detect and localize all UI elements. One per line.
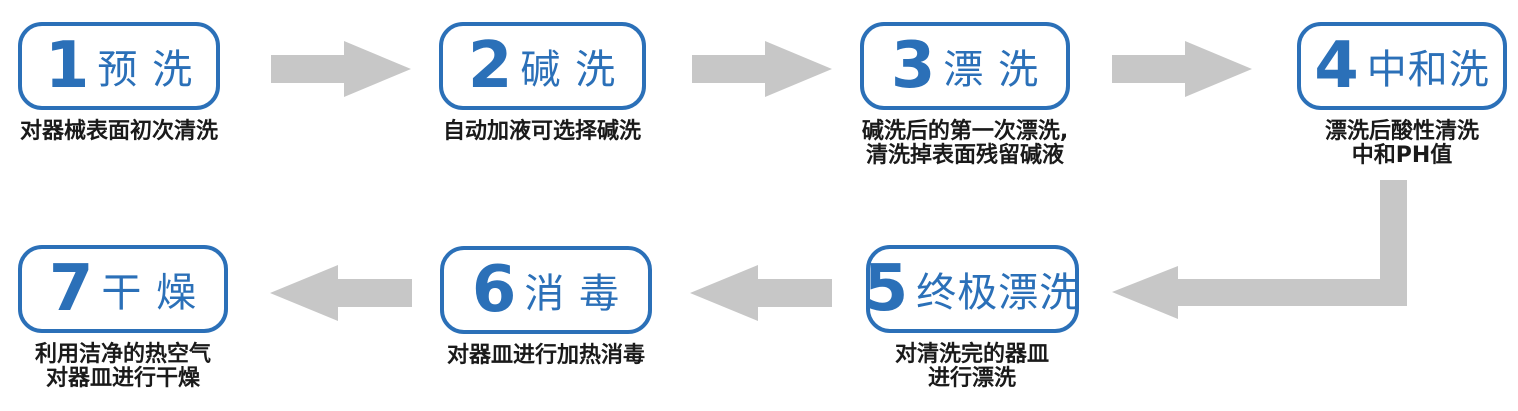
step-2-box: 2 碱 洗	[438, 22, 646, 110]
caption-line: 对清洗完的器皿	[894, 342, 1049, 367]
arrow-left-icon-6-to-7	[270, 265, 412, 321]
step-3-number: 3	[890, 29, 936, 103]
step-1-label: 预 洗	[97, 46, 194, 93]
step-2-caption: 自动加液可选择碱洗	[443, 120, 641, 144]
step-7-box: 7 干 燥	[18, 245, 228, 333]
caption-line: 自动加液可选择碱洗	[442, 119, 641, 144]
arrow-right-icon-2-to-3	[692, 41, 832, 97]
step-2-label: 碱 洗	[520, 46, 617, 93]
step-3-label: 漂 洗	[943, 46, 1040, 93]
caption-line: 中和PH值	[1351, 143, 1453, 168]
step-1-box: 1 预 洗	[18, 22, 220, 110]
step-4-label: 中和洗	[1366, 46, 1490, 93]
step-1-number: 1	[44, 29, 90, 103]
step-6-label: 消 毒	[524, 270, 621, 317]
step-3-caption: 碱洗后的第一次漂洗, 清洗掉表面残留碱液	[862, 120, 1068, 168]
caption-line: 对器械表面初次清洗	[19, 119, 218, 144]
step-6-box: 6 消 毒	[440, 246, 652, 334]
step-5-number: 5	[863, 252, 909, 326]
step-7-number: 7	[48, 252, 94, 326]
step-5-box: 5 终极漂洗	[863, 245, 1081, 333]
caption-line: 碱洗后的第一次漂洗,	[861, 119, 1069, 144]
step-4-number: 4	[1314, 29, 1359, 103]
step-2: 2 碱 洗 自动加液可选择碱洗	[417, 22, 667, 144]
step-4: 4 中和洗 漂洗后酸性清洗 中和PH值	[1277, 22, 1518, 168]
step-6: 6 消 毒 对器皿进行加热消毒	[421, 246, 671, 368]
step-5: 5 终极漂洗 对清洗完的器皿 进行漂洗	[847, 245, 1097, 391]
caption-line: 清洗掉表面残留碱液	[865, 143, 1064, 168]
arrow-left-icon-5-to-6	[690, 265, 832, 321]
step-2-number: 2	[467, 29, 513, 103]
caption-line: 利用洁净的热空气	[34, 342, 211, 367]
caption-line: 对器皿进行加热消毒	[446, 343, 645, 368]
step-4-caption: 漂洗后酸性清洗 中和PH值	[1325, 120, 1479, 168]
caption-line: 对器皿进行干燥	[45, 366, 200, 391]
step-1: 1 预 洗 对器械表面初次清洗	[0, 22, 244, 144]
step-1-caption: 对器械表面初次清洗	[20, 120, 218, 144]
step-3-box: 3 漂 洗	[860, 22, 1070, 110]
step-6-number: 6	[471, 253, 517, 327]
step-5-caption: 对清洗完的器皿 进行漂洗	[895, 343, 1049, 391]
arrow-right-icon-1-to-2	[271, 41, 411, 97]
step-3: 3 漂 洗 碱洗后的第一次漂洗, 清洗掉表面残留碱液	[840, 22, 1090, 168]
arrow-elbow-icon-4-to-5	[1112, 180, 1407, 319]
step-4-box: 4 中和洗	[1297, 22, 1507, 110]
arrow-right-icon-3-to-4	[1112, 41, 1252, 97]
step-6-caption: 对器皿进行加热消毒	[447, 344, 645, 368]
step-7-caption: 利用洁净的热空气 对器皿进行干燥	[35, 343, 211, 391]
caption-line: 进行漂洗	[927, 366, 1016, 391]
caption-line: 漂洗后酸性清洗	[1324, 119, 1479, 144]
step-5-label: 终极漂洗	[916, 269, 1081, 316]
step-7-label: 干 燥	[101, 269, 198, 316]
step-7: 7 干 燥 利用洁净的热空气 对器皿进行干燥	[0, 245, 248, 391]
